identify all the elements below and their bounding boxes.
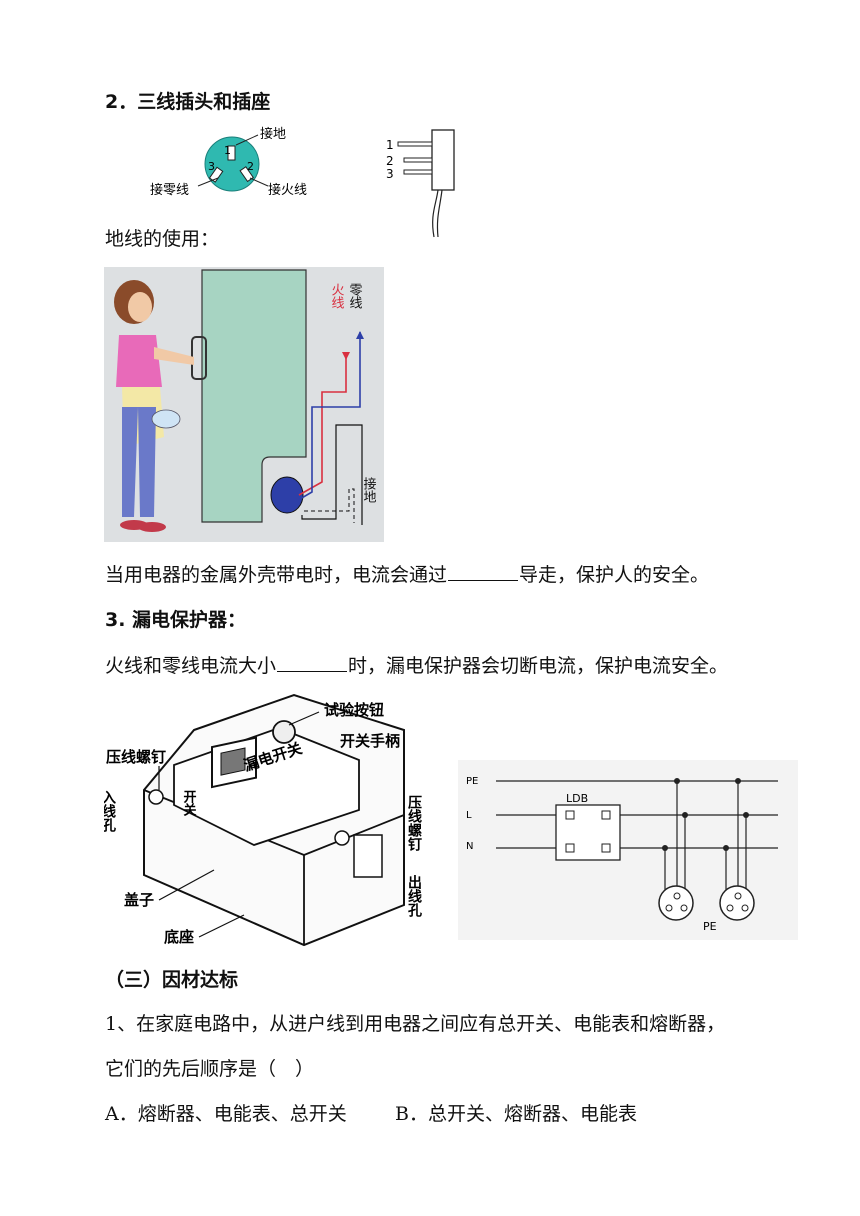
option-b[interactable]: B．总开关、熔断器、电能表: [395, 1103, 637, 1125]
n-label: N: [466, 841, 473, 852]
plug-pin-1: [397, 141, 433, 147]
question-1-line-2: 它们的先后顺序是（ ）: [105, 1058, 315, 1080]
live-label: 接火线: [268, 182, 307, 198]
section-3-heading: 3. 漏电保护器：: [105, 609, 247, 631]
plug-pin-2-label: 2: [386, 154, 394, 168]
ground-blank[interactable]: [448, 562, 519, 581]
plug-pin-3: [403, 169, 433, 175]
socket-1-hole-top: [673, 892, 681, 900]
switch-handle[interactable]: [220, 747, 246, 776]
base-leader: [198, 914, 245, 938]
neutral-arrow: [356, 331, 364, 339]
cover-label: 盖子: [124, 891, 154, 909]
socket-1-hole-left: [665, 904, 673, 912]
ground-sentence-end: 导走，保护人的安全。: [519, 564, 710, 586]
woman-blouse: [116, 335, 162, 387]
section-2-heading: 2．三线插头和插座: [105, 91, 271, 113]
pe-bottom-label: PE: [703, 920, 717, 933]
socket-2-hole-left: [726, 904, 734, 912]
leakage-sentence-start: 火线和零线电流大小: [105, 655, 277, 677]
test-button[interactable]: [272, 720, 296, 744]
ground-wire-label: 接地: [361, 476, 377, 503]
ground-label: 接地: [260, 126, 286, 142]
woman-leg-left: [122, 407, 138, 517]
ground-use-title: 地线的使用：: [105, 228, 220, 250]
socket-pin-1: [227, 145, 236, 161]
leakage-wiring-diagram: PE L N LDB PE: [458, 760, 798, 940]
appliance-casing: [201, 269, 307, 523]
ground-sentence: 当用电器的金属外壳带电时，电流会通过 导走，保护人的安全。: [105, 562, 709, 587]
section-three-heading: （三）因材达标: [105, 969, 239, 991]
plug-pin-2: [403, 157, 433, 163]
ldb-terminal-2: [601, 810, 611, 820]
live-leader: [249, 177, 269, 187]
woman-figure: [114, 280, 194, 532]
device-switch-label: 开关: [181, 790, 197, 817]
socket-pin-2-label: 2: [247, 160, 254, 173]
outlet-block: [353, 834, 383, 878]
neutral-label: 接零线: [150, 182, 189, 198]
ground-current-path: [304, 488, 355, 523]
screw-right: [334, 830, 350, 846]
screw-left: [148, 789, 164, 805]
outlet-label: 出线孔: [406, 874, 422, 918]
plug-body: [431, 129, 455, 191]
question-1-line-1: 1、在家庭电路中，从进户线到用电器之间应有总开关、电能表和熔断器，: [105, 1013, 726, 1035]
ldb-terminal-1: [565, 810, 575, 820]
plug-pin-3-label: 3: [386, 167, 394, 181]
woman-bowl: [151, 409, 181, 429]
socket-outlet-1: [658, 885, 694, 921]
screw-left-label: 压线螺钉: [106, 748, 166, 766]
option-a[interactable]: A．熔断器、电能表、总开关: [105, 1103, 347, 1125]
ground-sentence-start: 当用电器的金属外壳带电时，电流会通过: [105, 564, 448, 586]
socket-pin-3-label: 3: [208, 160, 215, 173]
live-wire-label: 火线: [329, 283, 345, 309]
plug-cord-a: [432, 189, 439, 238]
socket-pin-2: [239, 166, 254, 183]
socket-1-hole-right: [680, 904, 688, 912]
leakage-sentence: 火线和零线电流大小 时，漏电保护器会切断电流，保护电流安全。: [105, 653, 728, 678]
ground-leader: [235, 134, 259, 146]
test-button-label: 试验按钮: [324, 701, 384, 719]
ground-wire: [301, 424, 363, 525]
woman-shoe-right: [138, 522, 166, 532]
plug-cord-b: [436, 189, 443, 238]
neutral-leader: [197, 177, 219, 187]
l-label: L: [466, 810, 472, 821]
test-button-leader: [288, 711, 320, 726]
ldb-terminal-4: [601, 843, 611, 853]
cover-leader: [158, 869, 215, 901]
pe-label: PE: [466, 776, 478, 787]
plug-pin-1-label: 1: [386, 138, 394, 152]
three-pin-plug-figure: 1 2 3: [386, 129, 455, 238]
ground-use-illustration: 火线 零线 接地: [104, 267, 384, 542]
motor: [270, 476, 304, 514]
neutral-wire-label: 零线: [347, 283, 363, 309]
socket-outlet-2: [719, 885, 755, 921]
leakage-sentence-end: 时，漏电保护器会切断电流，保护电流安全。: [348, 655, 729, 677]
inlet-label: 入线孔: [104, 790, 116, 833]
neutral-wire: [299, 332, 361, 500]
base-label: 底座: [164, 928, 194, 946]
live-arrow: [342, 352, 350, 360]
live-wire: [298, 352, 347, 496]
leakage-protector-drawing: 漏电开关 开关 试验按钮 开关手柄 压线螺钉 入线孔 压线螺钉 出线孔 盖子 底…: [104, 693, 422, 947]
ldb-terminal-3: [565, 843, 575, 853]
socket-2-hole-top: [734, 892, 742, 900]
woman-face: [128, 292, 152, 322]
socket-2-hole-right: [741, 904, 749, 912]
leakage-blank[interactable]: [277, 653, 348, 672]
three-pin-socket-figure: 1 2 3 接地 接零线 接火线: [150, 126, 307, 198]
ldb-label: LDB: [566, 792, 588, 805]
socket-pin-1-label: 1: [224, 144, 231, 157]
switch-handle-label: 开关手柄: [340, 732, 400, 750]
woman-leg-right: [138, 407, 156, 517]
screw-right-label: 压线螺钉: [406, 795, 422, 852]
woman-arm: [154, 347, 194, 365]
